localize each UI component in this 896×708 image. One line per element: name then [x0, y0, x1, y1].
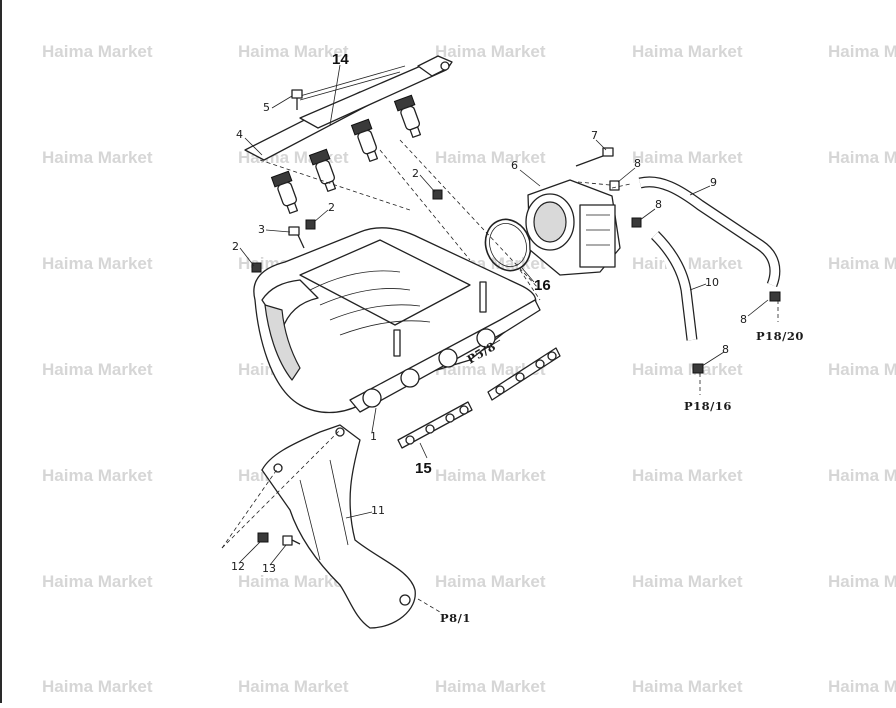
- watermark-text: Haima Market: [632, 42, 743, 61]
- intake-manifold-icon: [253, 227, 541, 414]
- callout-11: 11: [371, 504, 385, 517]
- throttle-body-icon: [525, 179, 621, 276]
- bolt-icon: [257, 532, 301, 546]
- watermark-text: Haima Market: [632, 360, 743, 379]
- watermark-text: Haima Market: [238, 677, 349, 696]
- callout-12: 12: [231, 560, 245, 573]
- ref-p8-1: P8/1: [440, 611, 471, 625]
- callout-8d: 8: [722, 343, 729, 356]
- callout-8a: 8: [634, 157, 641, 170]
- callout-7: 7: [591, 129, 598, 142]
- watermark-text: Haima Market: [828, 677, 896, 696]
- watermark-text: Haima Market: [435, 42, 546, 61]
- watermark-text: Haima Market: [435, 466, 546, 485]
- hose-clamp-icon: [609, 180, 781, 374]
- callout-1: 1: [370, 430, 377, 443]
- callout-15: 15: [415, 460, 432, 477]
- watermark-text: Haima Market: [632, 254, 743, 273]
- callout-5: 5: [263, 101, 270, 114]
- watermark-text: Haima Market: [42, 42, 153, 61]
- o-ring-icon: [484, 218, 532, 272]
- hose-icon: [638, 176, 781, 341]
- watermark-text: Haima Market: [42, 360, 153, 379]
- callout-2c: 2: [232, 240, 239, 253]
- watermark-text: Haima Market: [632, 677, 743, 696]
- callout-9: 9: [710, 176, 717, 189]
- nut-icon: [251, 189, 443, 273]
- watermark-text: Haima Market: [435, 148, 546, 167]
- watermark-text: Haima Market: [42, 677, 153, 696]
- watermark-text: Haima Market: [435, 677, 546, 696]
- watermark-text: Haima Market: [632, 466, 743, 485]
- watermark-text: Haima Market: [828, 148, 896, 167]
- bolt-icon: [575, 147, 614, 167]
- callout-2a: 2: [412, 167, 419, 180]
- callout-8b: 8: [655, 198, 662, 211]
- watermark-text: Haima Market: [828, 572, 896, 591]
- watermark-text: Haima Market: [42, 572, 153, 591]
- ref-p18-20: P18/20: [756, 329, 804, 343]
- watermark-text: Haima Market: [828, 42, 896, 61]
- callout-14: 14: [332, 51, 349, 68]
- assembly-guide-lines: [221, 139, 779, 613]
- callout-13: 13: [262, 562, 276, 575]
- watermark-text: Haima Market: [828, 466, 896, 485]
- watermark-text: Haima Market: [238, 42, 349, 61]
- fuel-rail-icon: [244, 55, 453, 161]
- callout-8c: 8: [740, 313, 747, 326]
- callout-leaders: [239, 64, 769, 566]
- callout-3: 3: [258, 223, 265, 236]
- watermark-text: Haima Market: [632, 148, 743, 167]
- callout-6: 6: [511, 159, 518, 172]
- callout-16: 16: [534, 277, 551, 294]
- fuel-injector-icon: [270, 94, 422, 214]
- ref-p18-16: P18/16: [684, 399, 732, 413]
- manifold-bracket-icon: [261, 424, 416, 629]
- watermark-text: Haima Market: [828, 254, 896, 273]
- gasket-icon: [397, 347, 561, 449]
- left-border: [0, 0, 2, 703]
- bolt-icon: [288, 226, 305, 249]
- watermark-text: Haima Market: [828, 360, 896, 379]
- callout-10: 10: [705, 276, 719, 289]
- watermark-text: Haima Market: [632, 572, 743, 591]
- watermark-text: Haima Market: [238, 572, 349, 591]
- callout-2b: 2: [328, 201, 335, 214]
- watermark-text: Haima Market: [435, 572, 546, 591]
- bolt-icon: [291, 89, 303, 110]
- watermark-text: Haima Market: [42, 466, 153, 485]
- watermark-text: Haima Market: [42, 254, 153, 273]
- watermark-text: Haima Market: [42, 148, 153, 167]
- callout-4: 4: [236, 128, 243, 141]
